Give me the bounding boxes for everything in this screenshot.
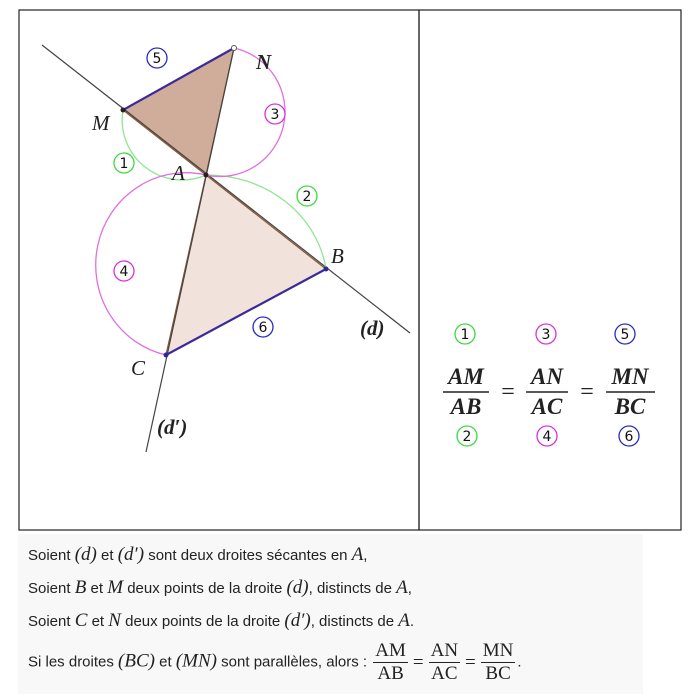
ratio-2-denominator: AC	[530, 394, 563, 419]
text: Soient	[28, 547, 71, 564]
svg-text:5: 5	[153, 51, 162, 67]
text: , distincts de	[310, 613, 395, 630]
text: deux points de la droite	[127, 580, 283, 597]
equals-2: =	[580, 379, 594, 405]
math-n: N	[108, 610, 121, 631]
label-line-d-prime: (d′)	[157, 415, 187, 439]
math-d: (d)	[74, 544, 97, 565]
marker-4-formula: 4	[536, 425, 558, 447]
ratio-3-denominator: BC	[614, 394, 646, 419]
line-d-prime	[145, 47, 235, 453]
marker-1-formula: 1	[454, 323, 476, 345]
text: ,	[363, 547, 368, 564]
math-d-prime: (d′)	[117, 544, 145, 565]
text: et	[90, 580, 104, 597]
point-a	[203, 172, 209, 178]
equals: =	[465, 651, 476, 673]
math-c: C	[74, 610, 88, 631]
figure: M N A B C (d) (d′) 5 3 1 2 4 6 1 3 5	[18, 9, 682, 531]
statement-line-4: Si les droites (BC) et (MN) sont parallè…	[28, 640, 522, 685]
text: ,	[407, 580, 412, 597]
arc-am	[121, 109, 207, 181]
point-m	[120, 107, 126, 113]
point-b	[323, 266, 329, 272]
svg-text:3: 3	[542, 327, 551, 343]
text: Si les droites	[28, 653, 114, 671]
svg-text:6: 6	[625, 429, 634, 445]
marker-5-formula: 5	[614, 323, 636, 345]
marker-6-diagram: 6	[252, 316, 274, 338]
marker-2-formula: 2	[456, 425, 478, 447]
line-d	[41, 44, 411, 334]
segment-bc	[165, 268, 327, 356]
label-n: N	[255, 50, 272, 74]
marker-2-diagram: 2	[296, 185, 318, 207]
text: et	[159, 653, 172, 671]
svg-text:5: 5	[621, 327, 630, 343]
label-m: M	[91, 111, 111, 135]
svg-text:3: 3	[271, 107, 280, 123]
text: .	[517, 653, 522, 671]
triangle-amn	[121, 46, 235, 177]
math-d: (d)	[286, 577, 309, 598]
text: sont parallèles, alors :	[221, 653, 368, 671]
math-m: M	[107, 577, 124, 598]
ratio-2-numerator: AN	[529, 364, 564, 389]
math-b: B	[74, 577, 87, 598]
svg-text:4: 4	[120, 264, 129, 280]
svg-text:1: 1	[461, 327, 470, 343]
theorem-statement: Soient (d) et (d′) sont deux droites séc…	[18, 534, 643, 694]
label-line-d: (d)	[360, 316, 385, 340]
arc-ac	[95, 172, 207, 356]
text: deux points de la droite	[125, 613, 281, 630]
ratio-1-numerator: AM	[446, 364, 485, 389]
svg-text:1: 1	[120, 156, 129, 172]
statement-line-2: Soient B et M deux points de la droite (…	[28, 577, 412, 599]
math-a: A	[398, 610, 410, 631]
svg-text:2: 2	[463, 429, 472, 445]
arc-an	[205, 47, 286, 178]
point-n	[231, 45, 237, 51]
marker-5-diagram: 5	[146, 47, 168, 69]
equals-1: =	[501, 379, 515, 405]
svg-text:2: 2	[303, 189, 312, 205]
text: Soient	[28, 613, 71, 630]
math-bc: (BC)	[118, 650, 155, 672]
marker-3-diagram: 3	[264, 103, 286, 125]
math-mn: (MN)	[175, 650, 217, 672]
text: et	[91, 613, 105, 630]
text: et	[101, 547, 114, 564]
statement-line-1: Soient (d) et (d′) sont deux droites séc…	[28, 544, 367, 566]
math-a: A	[396, 577, 408, 598]
ratio-1-denominator: AB	[449, 394, 482, 419]
label-a: A	[170, 161, 185, 185]
marker-4-diagram: 4	[113, 260, 135, 282]
equals: =	[412, 651, 424, 673]
math-a: A	[351, 544, 364, 565]
statement-line-3: Soient C et N deux points de la droite (…	[28, 610, 414, 632]
ratio-3-numerator: MN	[610, 364, 649, 389]
marker-3-formula: 3	[535, 323, 557, 345]
text: , distincts de	[308, 580, 392, 597]
text: Soient	[28, 580, 71, 597]
segment-mn	[122, 47, 235, 111]
text: .	[409, 613, 415, 630]
svg-text:6: 6	[259, 320, 268, 336]
formula-frame	[418, 9, 682, 531]
math-d-prime: (d′)	[284, 610, 311, 631]
svg-text:4: 4	[543, 429, 552, 445]
marker-6-formula: 6	[618, 425, 640, 447]
arc-ab	[205, 174, 327, 270]
point-c	[163, 352, 169, 358]
label-b: B	[331, 244, 344, 268]
label-c: C	[131, 356, 146, 380]
text: sont deux droites sécantes en	[148, 547, 348, 564]
marker-1-diagram: 1	[113, 152, 135, 174]
